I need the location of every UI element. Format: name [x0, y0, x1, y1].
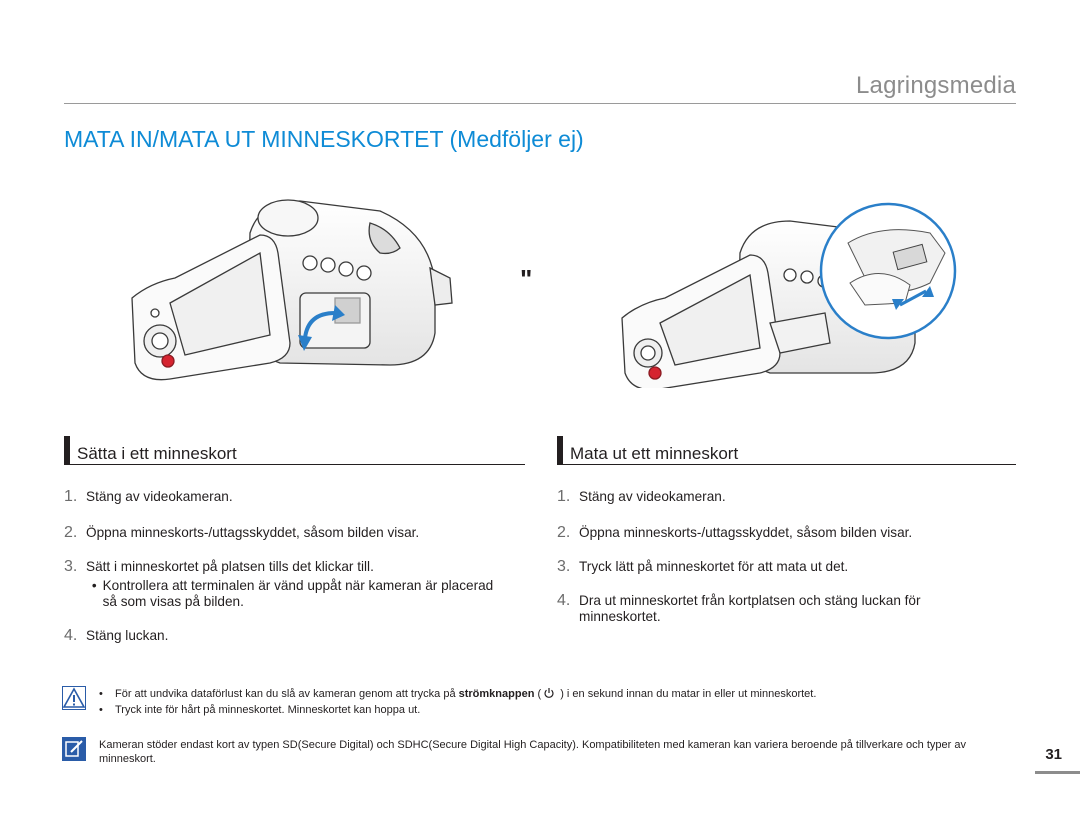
page-number-bar: [1035, 771, 1080, 774]
insert-card-heading: Sätta i ett minneskort: [64, 436, 237, 464]
heading-bar: [64, 436, 70, 464]
warning-note: • För att undvika dataförlust kan du slå…: [99, 687, 1019, 717]
list-item: 4.Dra ut minneskortet från kortplatsen o…: [557, 592, 921, 625]
heading-rule: [64, 464, 525, 465]
list-item: 3.Sätt i minneskortet på platsen tills d…: [64, 558, 374, 575]
power-icon: [543, 687, 555, 703]
page-number: 31: [1045, 746, 1062, 763]
list-item: 2.Öppna minneskorts-/uttagsskyddet, såso…: [64, 524, 420, 541]
camcorder-illustration: ": [131, 199, 957, 388]
list-item: 1.Stäng av videokameran.: [557, 488, 726, 505]
heading-rule: [557, 464, 1016, 465]
warning-icon: [62, 686, 86, 715]
sub-bullet: •Kontrollera att terminalen är vänd uppå…: [91, 578, 494, 609]
eject-card-heading-text: Mata ut ett minneskort: [570, 444, 739, 463]
list-item: 1.Stäng av videokameran.: [64, 488, 233, 505]
eject-card-heading: Mata ut ett minneskort: [557, 436, 738, 464]
warning-bullet: • För att undvika dataförlust kan du slå…: [99, 687, 1019, 703]
heading-bar: [557, 436, 563, 464]
note-icon: [62, 737, 86, 766]
list-item: 2.Öppna minneskorts-/uttagsskyddet, såso…: [557, 524, 913, 541]
step-arrow-glyph: ": [520, 264, 532, 294]
page-title: MATA IN/MATA UT MINNESKORTET (Medföljer …: [64, 126, 584, 152]
warning-bullet: •Tryck inte för hårt på minneskortet. Mi…: [99, 704, 421, 716]
open-arrow-left: [303, 311, 336, 339]
section-title: Lagringsmedia: [855, 72, 1016, 99]
info-note-text: Kameran stöder endast kort av typen SD(S…: [99, 739, 966, 765]
card-slot-zoom-bubble: [819, 202, 957, 340]
list-item: 3.Tryck lätt på minneskortet för att mat…: [557, 558, 849, 575]
header-divider: [64, 103, 1016, 104]
insert-card-heading-text: Sätta i ett minneskort: [77, 444, 237, 463]
list-item: 4.Stäng luckan.: [64, 627, 169, 644]
camcorder-left: [131, 199, 453, 381]
